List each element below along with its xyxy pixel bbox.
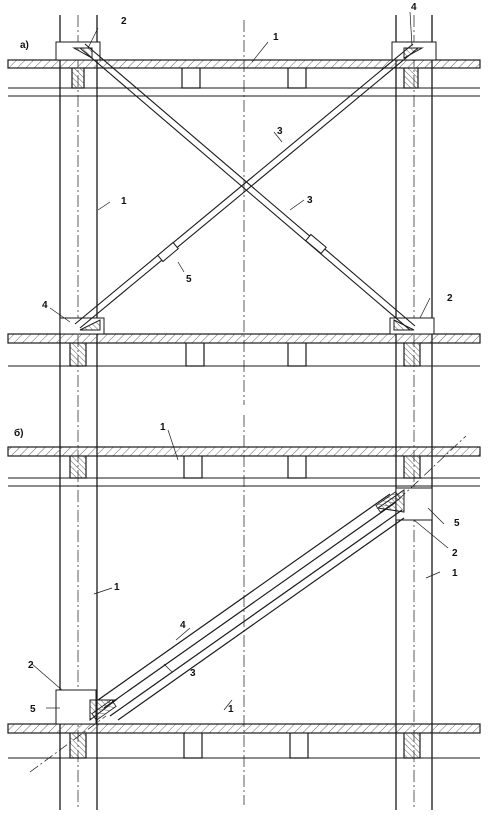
diagonal-strut-b [97, 493, 405, 721]
floor-slab-top-a [7, 59, 481, 97]
callout-b-5: 2 [452, 548, 458, 559]
cross-brace-a [74, 43, 419, 331]
panel-label-a: а) [20, 40, 29, 51]
axis-lines-a [77, 15, 415, 410]
column-right-b [395, 410, 433, 810]
callout-a-4: 3 [277, 126, 283, 137]
callout-a-2: 1 [121, 196, 127, 207]
column-right-a [395, 15, 433, 410]
floor-slab-bottom-b [7, 723, 481, 759]
bolts-b [91, 491, 401, 721]
gusset-plates-a [55, 41, 437, 335]
callout-a-8: 5 [186, 274, 192, 285]
column-left-b [59, 410, 98, 810]
callout-b-8: 4 [180, 620, 186, 631]
callout-b-2: 1 [114, 582, 120, 593]
callout-a-1: 1 [273, 32, 279, 43]
callout-a-6: 4 [411, 2, 417, 13]
callout-a-3: 2 [121, 16, 127, 27]
callout-b-6: 2 [28, 660, 34, 671]
column-left-a [59, 15, 98, 410]
callout-b-1: 1 [160, 422, 166, 433]
callout-b-10: 5 [30, 704, 36, 715]
callout-b-3: 1 [452, 568, 458, 579]
panel-label-b: б) [14, 427, 24, 439]
floor-slab-bottom-a [7, 333, 481, 367]
figure-a: а) 1 1 2 3 3 4 4 5 2 [7, 2, 481, 410]
axis-lines-b [77, 410, 415, 810]
callout-a-5: 3 [307, 195, 313, 206]
callout-a-9: 2 [447, 293, 453, 304]
turnbuckles-a [157, 233, 327, 263]
leader-lines-b [31, 429, 449, 711]
floor-slab-top-b [7, 446, 481, 487]
callout-b-7: 3 [190, 668, 196, 679]
figure-b: б) 1 1 1 1 2 2 3 4 5 5 [7, 410, 481, 810]
callout-b-4: 1 [228, 704, 234, 715]
callout-b-9: 5 [454, 518, 460, 529]
callout-a-7: 4 [42, 300, 48, 311]
leader-lines-a [49, 11, 431, 323]
strut-axis-b [29, 435, 467, 773]
